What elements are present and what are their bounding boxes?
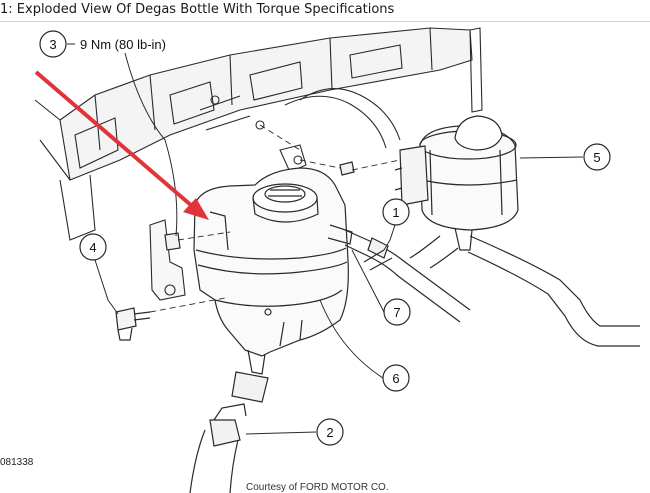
reservoir-assembly [394,115,640,347]
radiator-support-structure [34,27,483,241]
svg-text:1: 1 [392,205,399,220]
degas-bottle [193,167,353,403]
red-pointer-arrow [34,70,209,220]
callout-1: 1 [382,198,410,226]
callout-4: 4 [79,233,107,261]
callout-leaders [67,43,584,435]
svg-text:5: 5 [593,150,600,165]
figure-caption: 1: Exploded View Of Degas Bottle With To… [0,2,395,17]
figure-id-number: 081338 [0,457,34,468]
svg-text:6: 6 [392,371,399,386]
svg-text:7: 7 [393,305,400,320]
upper-hose-assembly [344,229,471,323]
callout-6: 6 [382,364,410,392]
torque-spec-label: 9 Nm (80 lb-in) [80,37,166,52]
svg-text:3: 3 [49,37,56,52]
clip-bracket [115,307,151,341]
callout-2: 2 [316,418,344,446]
lower-hose-assembly [189,403,247,493]
callout-7: 7 [383,298,411,326]
svg-text:4: 4 [89,240,96,255]
caption-divider [0,21,650,22]
bottle-mounting-bracket [149,144,307,301]
alignment-lines [149,124,401,313]
svg-text:2: 2 [326,425,333,440]
courtesy-credit: Courtesy of FORD MOTOR CO. [246,482,389,493]
bolt-fastener [164,161,355,251]
callout-5: 5 [583,143,611,171]
callout-3: 3 [39,30,67,58]
